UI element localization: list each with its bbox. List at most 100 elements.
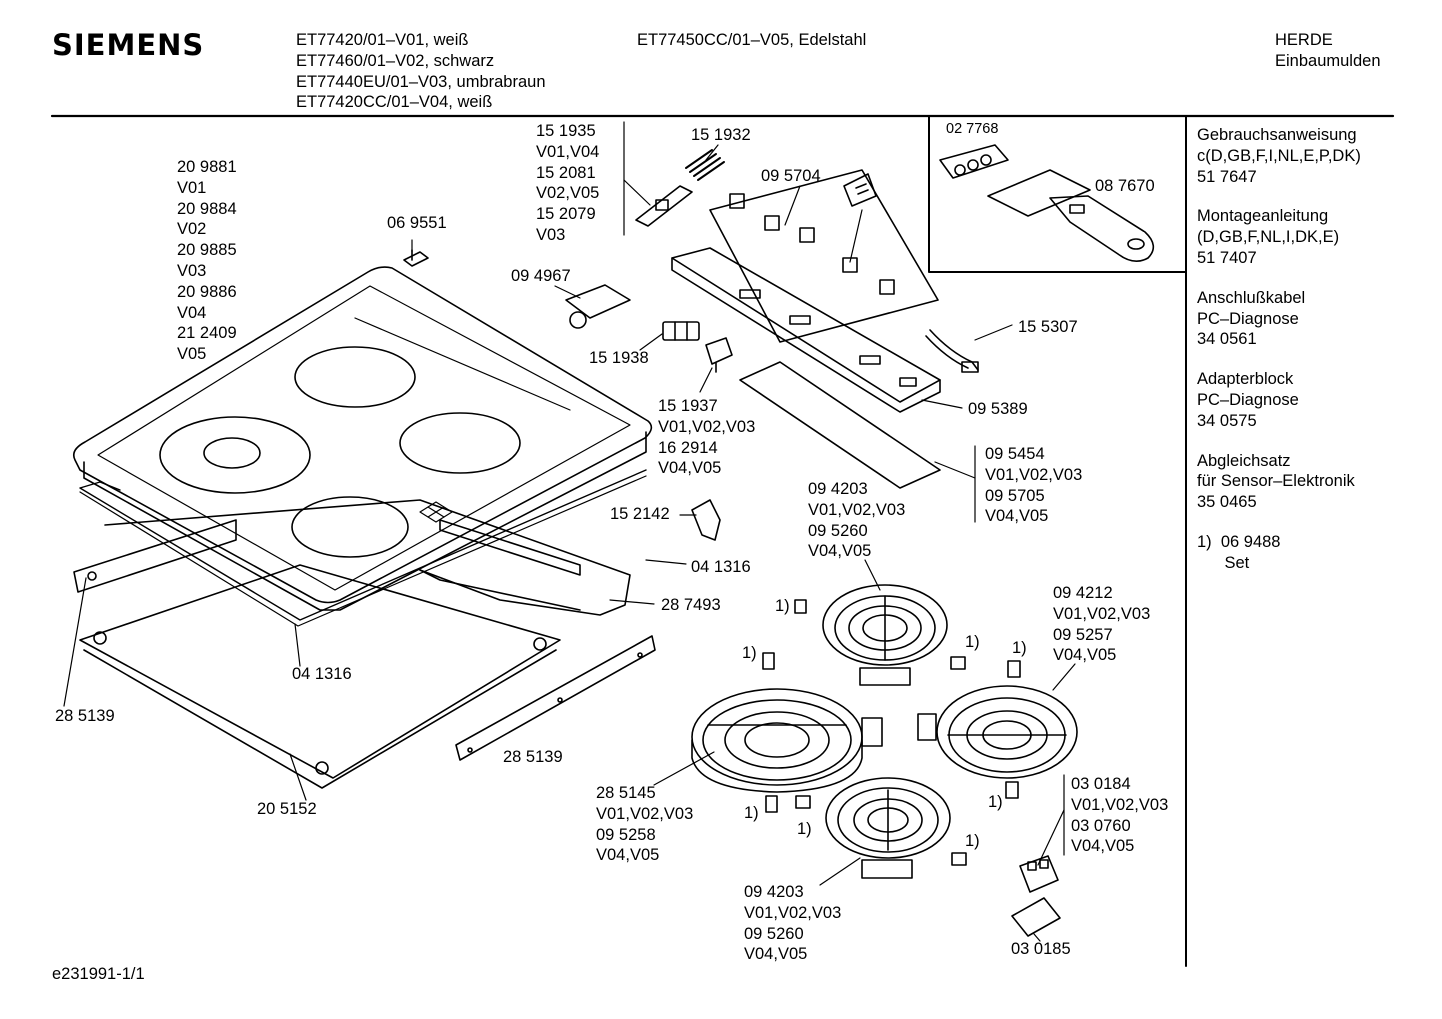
variant: V04,V05: [985, 507, 1049, 526]
part-number: 09 4203: [808, 480, 868, 498]
switch-151937: [705, 337, 733, 373]
part-number: 20 9886: [177, 282, 237, 301]
doc-line: 51 7647: [1197, 167, 1257, 186]
variant: V01,V02,V03: [808, 500, 906, 519]
part-number: 09 5260: [808, 521, 868, 540]
part-number: 15 2081: [536, 163, 596, 182]
label-151938: 15 1938: [589, 349, 649, 367]
category-block: HERDE Einbaumulden: [1275, 30, 1381, 72]
variant: V04,V05: [596, 846, 660, 865]
label-285145: 28 5145 V01,V02,V03 09 5258 V04,V05: [596, 783, 693, 866]
category-line: Einbaumulden: [1275, 51, 1381, 70]
part-number: 20 9881: [177, 158, 237, 176]
heating-element-bottom: [825, 777, 951, 879]
part-number: 03 0760: [1071, 816, 1131, 835]
clip-069551: [403, 249, 429, 267]
sidebar-documents: Gebrauchsanweisung c(D,GB,F,I,NL,E,P,DK)…: [1197, 125, 1361, 574]
model-line: ET77460/01–V02, schwarz: [296, 51, 495, 70]
part-number: 09 5454: [985, 445, 1045, 463]
side-rail-left: [73, 519, 237, 593]
part-number: 09 4212: [1053, 584, 1113, 602]
label-027768: 02 7768: [946, 121, 999, 137]
heating-element-right: [917, 685, 1078, 779]
footnote-mark: 1): [742, 644, 757, 662]
label-094967: 09 4967: [511, 267, 571, 285]
bracket-094967: [565, 284, 631, 329]
sensor-part: [951, 852, 967, 866]
part-number: 09 5705: [985, 486, 1045, 505]
variant: V01,V02,V03: [985, 465, 1083, 484]
part-number: 09 5260: [744, 924, 804, 943]
doc-line: Anschlußkabel: [1197, 288, 1306, 307]
label-095704: 09 5704: [761, 167, 821, 185]
variant: V03: [536, 225, 566, 244]
part-number: 21 2409: [177, 324, 237, 343]
model-line: ET77420CC/01–V04, weiß: [296, 93, 493, 112]
label-152142: 15 2142: [610, 505, 670, 523]
label-094203-top: 09 4203 V01,V02,V03 09 5260 V04,V05: [808, 479, 905, 562]
variant: V01,V02,V03: [658, 417, 756, 436]
part-number: 16 2914: [658, 438, 718, 457]
model-line: ET77440EU/01–V03, umbrabraun: [296, 72, 546, 91]
label-151935: 15 1935 V01,V04 15 2081 V02,V05 15 2079 …: [536, 121, 599, 246]
variant: V01,V04: [536, 142, 600, 161]
connector-151938: [662, 321, 700, 341]
variant: V02,V05: [536, 184, 600, 203]
part-number: 03 0184: [1071, 775, 1131, 793]
label-151937: 15 1937 V01,V02,V03 16 2914 V04,V05: [658, 396, 755, 479]
doc-line: PC–Diagnose: [1197, 390, 1299, 409]
doc-line: Set: [1197, 553, 1250, 572]
diagram-code: e231991-1/1: [52, 965, 145, 983]
doc-line: Montageanleitung: [1197, 207, 1329, 226]
bottom-plate: [79, 564, 561, 789]
doc-line: 51 7407: [1197, 248, 1257, 267]
terminal-block-030184: [1019, 855, 1059, 893]
display-module: [843, 173, 877, 207]
part-number: 15 1937: [658, 397, 718, 415]
label-094203-bottom: 09 4203 V01,V02,V03 09 5260 V04,V05: [744, 882, 841, 965]
doc-line: 34 0575: [1197, 411, 1257, 430]
variant: V02: [177, 220, 207, 239]
cable-155307: [925, 329, 979, 373]
support-tray: [104, 499, 631, 616]
footnote-mark: 1): [744, 804, 759, 822]
doc-line: Gebrauchsanweisung: [1197, 126, 1357, 144]
doc-line: Adapterblock: [1197, 370, 1294, 389]
label-095389: 09 5389: [968, 400, 1028, 418]
label-287493: 28 7493: [661, 596, 721, 614]
footnote-mark: 1): [965, 633, 980, 651]
sensor-part: [1007, 660, 1021, 678]
variant: V04: [177, 303, 207, 322]
part-number: 20 9884: [177, 199, 237, 218]
part-number: 20 9885: [177, 241, 237, 260]
part-number: 09 4203: [744, 883, 804, 901]
variant: V01,V02,V03: [1053, 604, 1151, 623]
label-285139-left: 28 5139: [55, 707, 115, 725]
label-151932: 15 1932: [691, 126, 751, 144]
variant: V01,V02,V03: [1071, 795, 1169, 814]
sensor-part: [795, 795, 811, 809]
glass-ceramic-top: [72, 266, 653, 611]
doc-line: Abgleichsatz: [1197, 451, 1291, 470]
doc-line: (D,GB,F,NL,I,DK,E): [1197, 228, 1340, 247]
inset-box: [928, 115, 1187, 273]
variant: V01: [177, 178, 207, 197]
cover-030185: [1011, 897, 1061, 937]
label-glass-top: 20 9881 V01 20 9884 V02 20 9885 V03 20 9…: [177, 157, 237, 365]
spring-151932: [685, 149, 725, 181]
model-line: ET77420/01–V01, weiß: [296, 31, 469, 49]
label-095454: 09 5454 V01,V02,V03 09 5705 V04,V05: [985, 444, 1082, 527]
side-rail-right: [455, 635, 656, 761]
sensor-part: [762, 652, 775, 670]
footnote-mark: 1): [797, 820, 812, 838]
model-list-left: ET77420/01–V01, weiß ET77460/01–V02, sch…: [296, 30, 546, 113]
sensor-part: [794, 599, 807, 614]
variant: V01,V02,V03: [744, 903, 842, 922]
model-line: ET77450CC/01–V05, Edelstahl: [637, 31, 867, 49]
doc-line: PC–Diagnose: [1197, 309, 1299, 328]
heating-element-top: [822, 584, 948, 686]
variant: V01,V02,V03: [596, 804, 694, 823]
label-155307: 15 5307: [1018, 318, 1078, 336]
part-number: 28 5145: [596, 784, 656, 802]
